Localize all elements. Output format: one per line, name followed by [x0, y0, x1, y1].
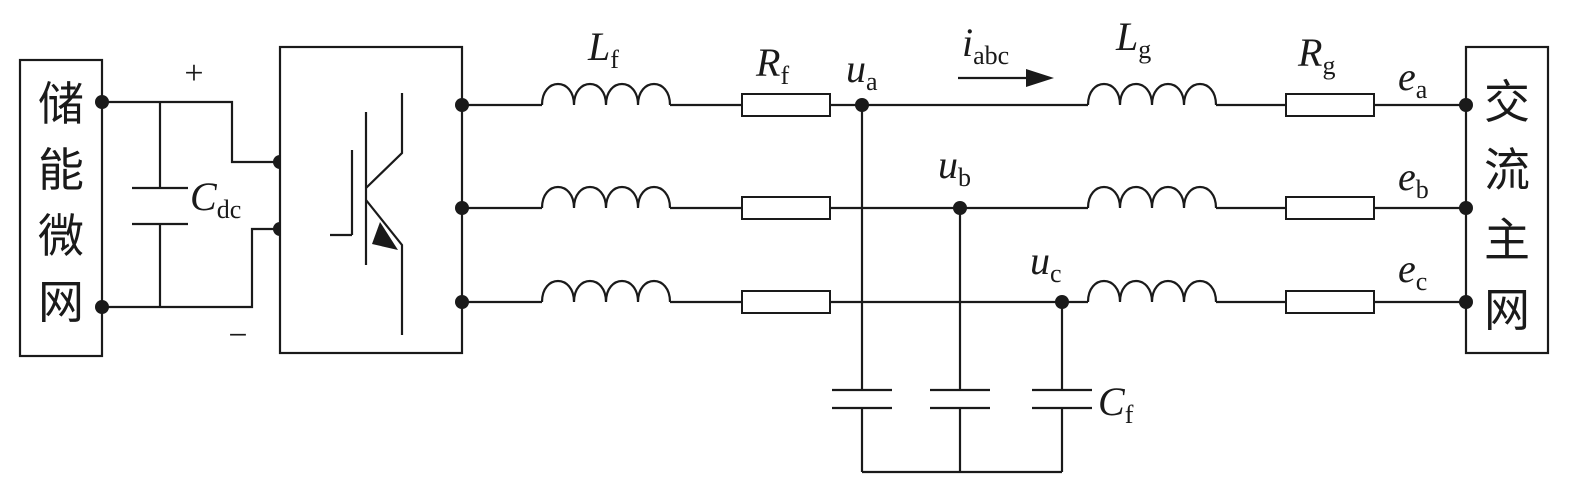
node-grid-a: [1459, 98, 1473, 112]
phase-c-line: [462, 279, 1466, 314]
storage-microgrid-box: [18, 58, 104, 358]
filter-capacitors: [832, 105, 1092, 474]
lg-label: Lg: [1115, 14, 1151, 64]
dc-positive-wire: [102, 100, 280, 164]
cdc-label: Cdc: [190, 174, 241, 224]
dc-plus-sign: +: [184, 55, 203, 92]
node-dc-neg-left: [95, 300, 109, 314]
eb-label: eb: [1398, 154, 1429, 204]
node-ub: [953, 201, 967, 215]
inverter-box: [278, 45, 464, 355]
igbt-symbol: [330, 93, 404, 335]
rg-label: Rg: [1297, 30, 1335, 80]
left-char-3: 微: [38, 209, 84, 263]
ea-label: ea: [1398, 54, 1428, 104]
node-grid-b: [1459, 201, 1473, 215]
ac-grid-box: [1464, 45, 1550, 355]
lf-label: Lf: [587, 24, 619, 74]
ec-label: ec: [1398, 246, 1427, 296]
ua-label: ua: [846, 46, 878, 96]
node-uc: [1055, 295, 1069, 309]
node-grid-c: [1459, 295, 1473, 309]
right-char-4: 网: [1484, 283, 1530, 337]
phase-a-line: [462, 82, 1466, 117]
left-char-1: 储: [38, 77, 84, 131]
dc-capacitor: [132, 102, 188, 307]
node-ua: [855, 98, 869, 112]
current-arrow: [958, 69, 1054, 87]
left-char-4: 网: [38, 275, 84, 329]
node-dc-pos-left: [95, 95, 109, 109]
dc-negative-wire: [102, 227, 280, 309]
right-char-1: 交: [1484, 75, 1530, 129]
dc-minus-sign: −: [228, 317, 247, 354]
ub-label: ub: [938, 142, 971, 192]
left-char-2: 能: [38, 143, 84, 197]
cf-label: Cf: [1098, 379, 1134, 429]
iabc-label: iabc: [962, 20, 1009, 70]
uc-label: uc: [1030, 238, 1062, 288]
right-char-3: 主: [1484, 213, 1530, 267]
rf-label: Rf: [755, 40, 789, 90]
phase-b-line: [462, 185, 1466, 220]
right-char-2: 流: [1484, 143, 1530, 197]
